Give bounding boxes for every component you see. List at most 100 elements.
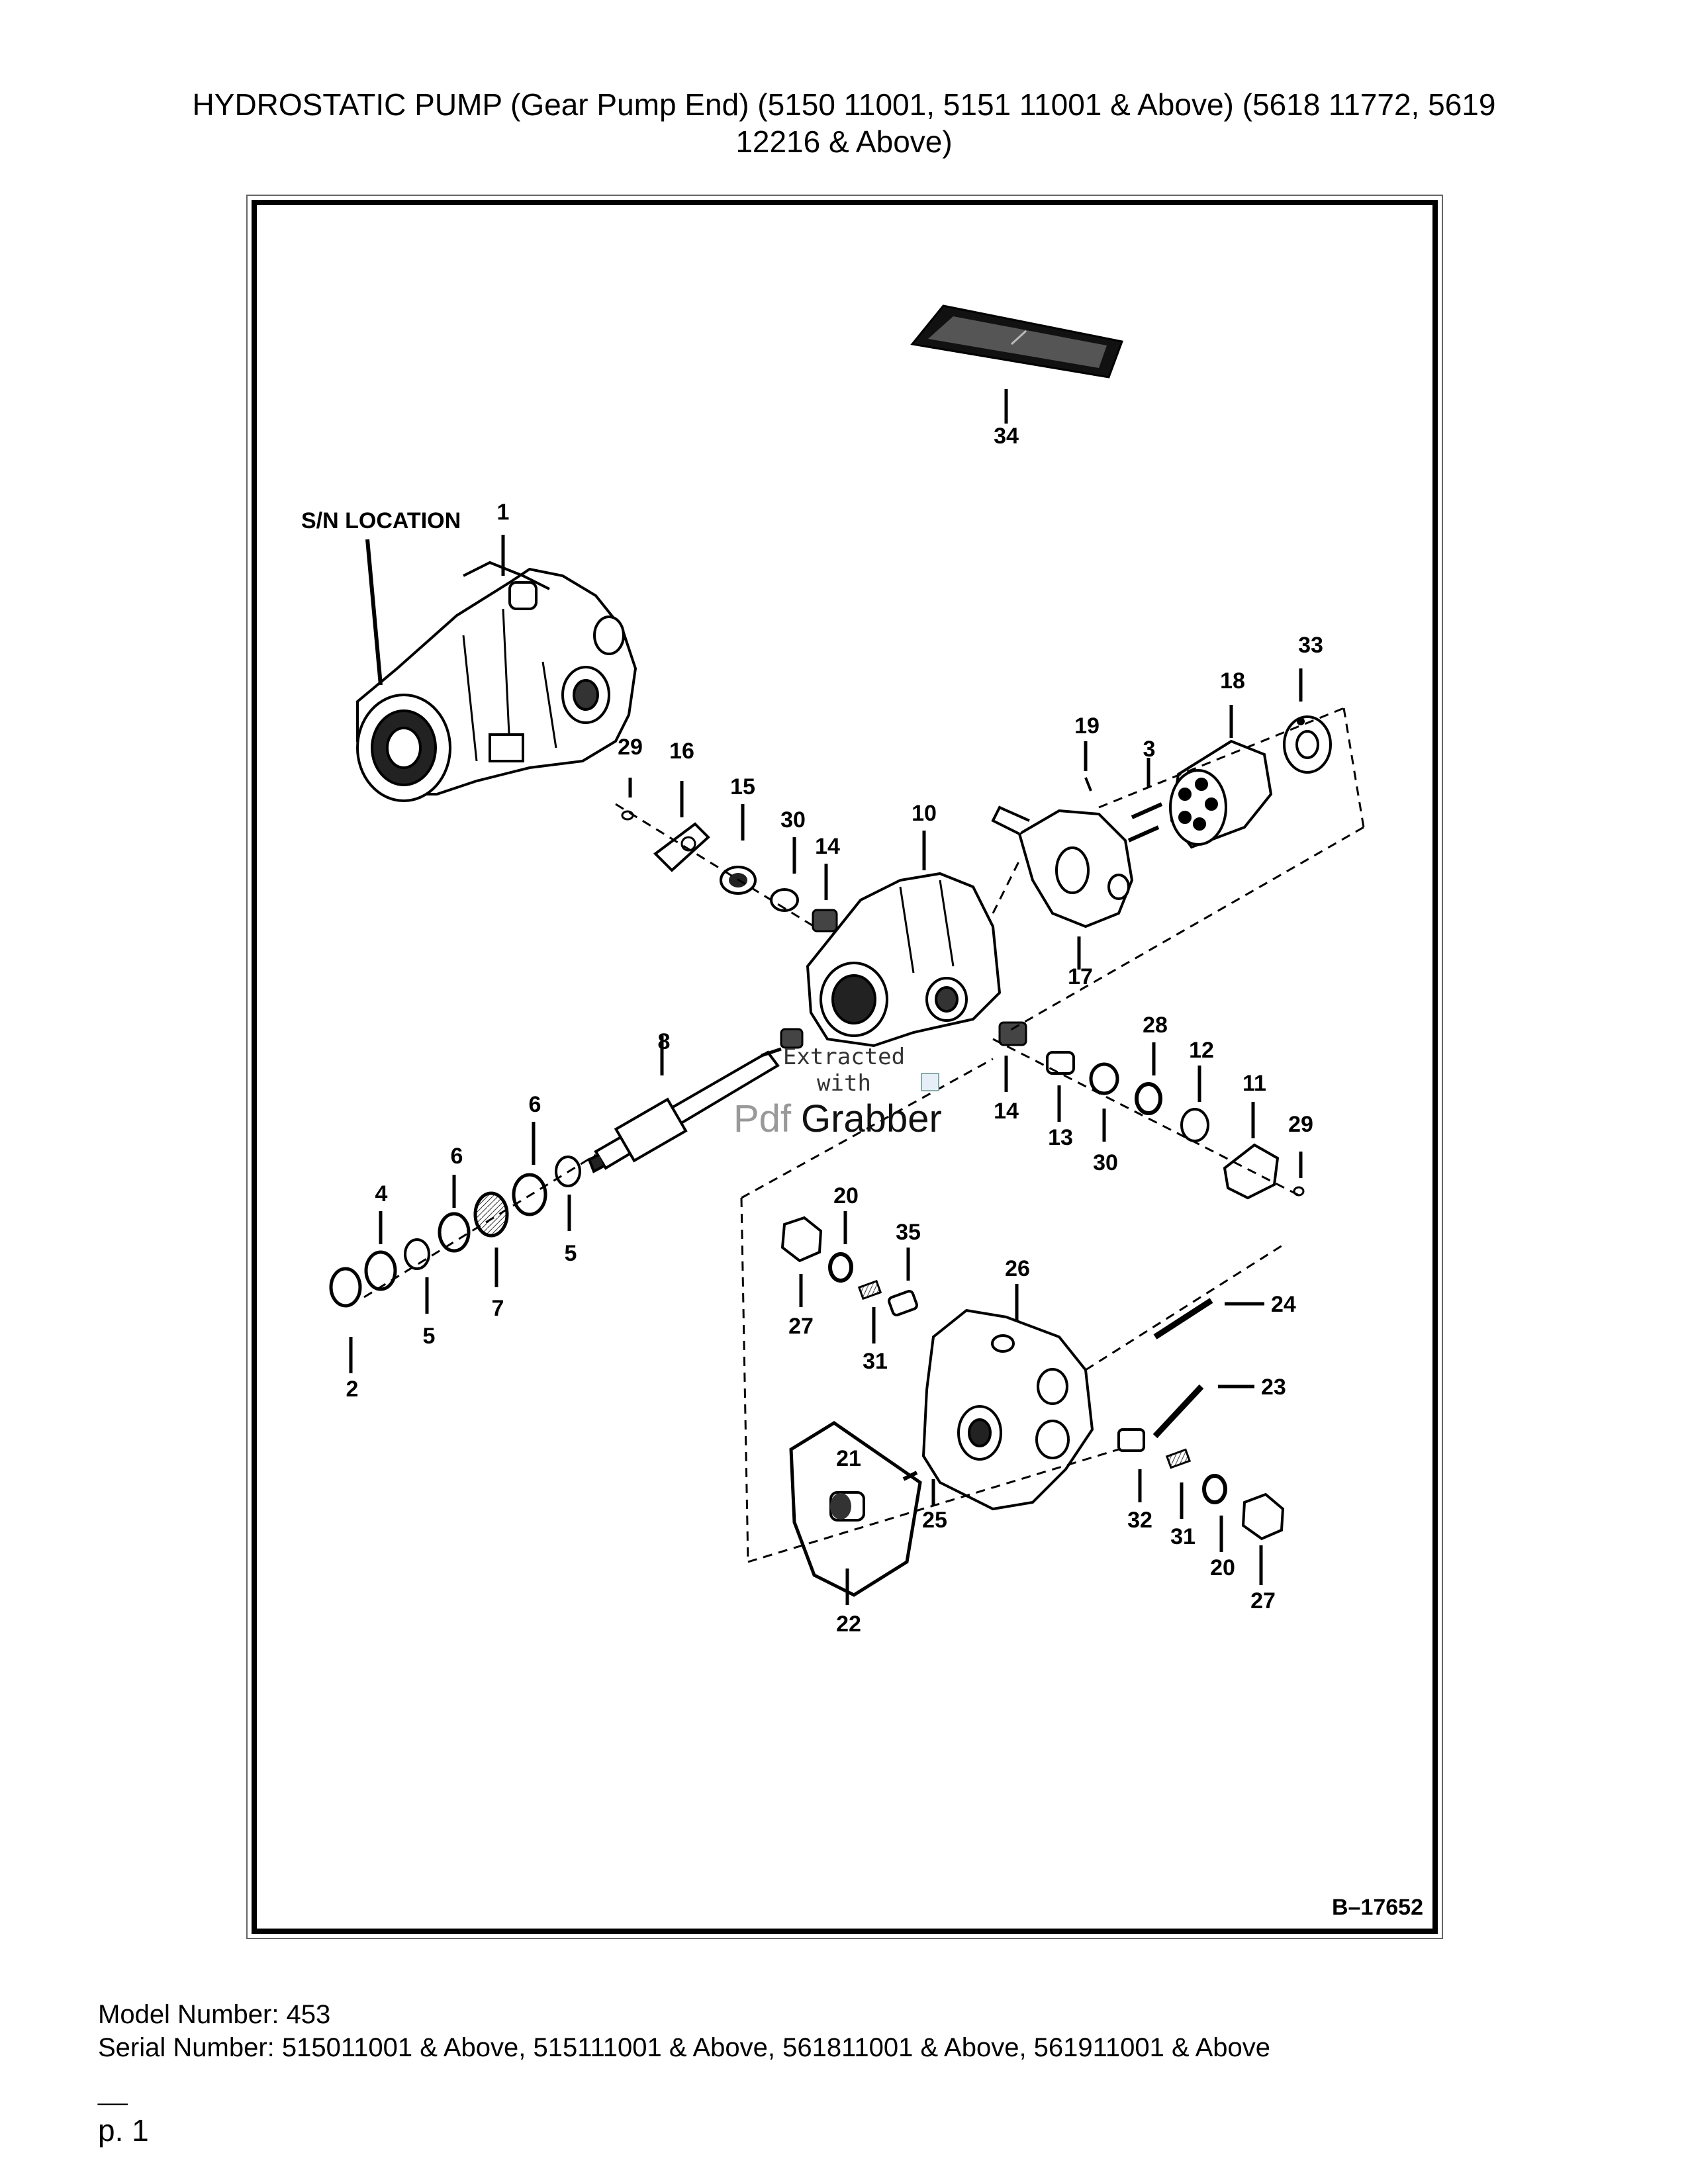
drive-shaft-part-8 xyxy=(587,1036,782,1173)
callout-23: 23 xyxy=(1261,1375,1286,1400)
callout-34: 34 xyxy=(994,424,1019,449)
callout-26: 26 xyxy=(1005,1256,1030,1281)
gasket-part-22 xyxy=(789,1421,922,1605)
sn-location-label: S/N LOCATION xyxy=(301,508,461,533)
page-number: p. 1 xyxy=(98,2113,149,2148)
bolt-part-23 xyxy=(1152,1384,1254,1439)
callout-21: 21 xyxy=(836,1446,861,1471)
callout-14-upper: 14 xyxy=(815,834,840,859)
callout-5-left: 5 xyxy=(423,1324,436,1349)
bearing-part-14-right xyxy=(998,1021,1027,1092)
callout-32: 32 xyxy=(1127,1508,1152,1533)
callout-35: 35 xyxy=(896,1220,921,1245)
callout-29-lower: 29 xyxy=(1288,1112,1313,1137)
callout-labels: 34 S/N LOCATION 1 33 18 19 3 29 16 15 30… xyxy=(301,424,1423,1920)
page-title-line-2: 12216 & Above) xyxy=(735,124,953,159)
plug-part-27-upper xyxy=(780,1216,823,1307)
callout-1: 1 xyxy=(497,500,510,525)
relief-valve-part-32 xyxy=(1117,1428,1145,1502)
callout-18: 18 xyxy=(1220,668,1245,694)
callout-6-right: 6 xyxy=(529,1092,541,1117)
model-number: Model Number: 453 xyxy=(98,2000,331,2029)
callout-29-upper: 29 xyxy=(618,735,643,760)
assembly-dashed-lines xyxy=(363,707,1365,1563)
decal-part-34 xyxy=(910,304,1124,424)
cover-plate-part-16 xyxy=(653,781,710,872)
bearing-part-14-upper xyxy=(812,864,838,933)
callout-20-upper: 20 xyxy=(833,1183,859,1208)
callout-2: 2 xyxy=(346,1377,359,1402)
callout-6-left: 6 xyxy=(451,1144,463,1169)
watermark-line-1: Extracted xyxy=(783,1044,905,1070)
pin-part-19 xyxy=(1084,741,1092,792)
callout-15: 15 xyxy=(730,774,755,799)
callout-17: 17 xyxy=(1068,964,1093,989)
callout-4: 4 xyxy=(375,1181,388,1206)
cap-screw-part-29-lower xyxy=(1293,1152,1305,1197)
pump-assembly-part-1 xyxy=(356,561,637,802)
bearing-part-14-shaft xyxy=(780,1028,804,1049)
callout-16: 16 xyxy=(669,739,694,764)
diagram-frame-outer xyxy=(246,195,1443,1939)
callout-22: 22 xyxy=(836,1612,861,1637)
callout-11: 11 xyxy=(1243,1071,1266,1096)
thrust-washer-part-6-left xyxy=(438,1175,471,1253)
page-title: HYDROSTATIC PUMP (Gear Pump End) (5150 1… xyxy=(79,86,1609,160)
callout-31-upper: 31 xyxy=(863,1349,888,1374)
callout-27-lower: 27 xyxy=(1250,1588,1276,1614)
ring-part-5-left xyxy=(404,1238,430,1314)
callout-10: 10 xyxy=(912,801,937,826)
callout-3: 3 xyxy=(1143,737,1156,762)
pin-part-3 xyxy=(1127,758,1163,842)
check-valve-part-35 xyxy=(888,1248,918,1316)
callout-30-upper: 30 xyxy=(780,807,806,833)
seal-part-12 xyxy=(1180,1066,1209,1142)
swashplate-part-17 xyxy=(991,805,1134,970)
plug-part-27-lower xyxy=(1241,1492,1285,1585)
gear-part-21 xyxy=(829,1491,865,1522)
callout-14-right: 14 xyxy=(994,1099,1019,1124)
washer-part-30-upper xyxy=(770,837,799,912)
callout-24: 24 xyxy=(1271,1292,1296,1317)
gear-housing-part-26 xyxy=(921,1284,1094,1511)
thrust-bearing-part-7 xyxy=(473,1191,509,1287)
watermark-brand-pdf: Pdf xyxy=(733,1097,792,1140)
page-title-line-1: HYDROSTATIC PUMP (Gear Pump End) (5150 1… xyxy=(192,87,1496,122)
callout-27-upper: 27 xyxy=(788,1314,814,1339)
valve-plate-part-33 xyxy=(1283,668,1332,774)
callout-30-lower: 30 xyxy=(1093,1150,1118,1175)
figure-id-label: B–17652 xyxy=(1332,1895,1423,1920)
cylinder-block-part-18 xyxy=(1169,705,1273,849)
callout-20-lower: 20 xyxy=(1210,1555,1235,1580)
watermark-line-2: with xyxy=(817,1070,871,1097)
bolt-part-24 xyxy=(1153,1298,1264,1340)
diagram-frame xyxy=(252,200,1438,1934)
callout-31-lower: 31 xyxy=(1170,1524,1196,1549)
pdfgrabber-watermark: Extracted with Pdf Grabber xyxy=(733,1044,942,1140)
callout-28: 28 xyxy=(1143,1013,1168,1038)
o-ring-part-20-lower xyxy=(1202,1474,1227,1552)
spring-part-31-lower xyxy=(1165,1448,1192,1519)
serial-number: Serial Number: 515011001 & Above, 515111… xyxy=(98,2033,1271,2062)
callout-13: 13 xyxy=(1048,1125,1073,1150)
callout-25: 25 xyxy=(922,1508,947,1533)
watermark-logo-icon xyxy=(921,1073,939,1091)
callout-12: 12 xyxy=(1189,1038,1214,1063)
bushing-part-13 xyxy=(1046,1051,1075,1122)
callout-19: 19 xyxy=(1074,713,1100,739)
o-ring-part-28 xyxy=(1135,1042,1162,1115)
footer-separator: __ xyxy=(98,2077,128,2106)
retaining-ring-part-2 xyxy=(329,1267,362,1373)
o-ring-part-20-upper xyxy=(828,1211,853,1283)
callout-7: 7 xyxy=(492,1296,504,1321)
callout-8: 8 xyxy=(658,1029,671,1054)
spring-part-31-upper xyxy=(857,1279,882,1343)
thrust-washer-part-6-right xyxy=(512,1122,547,1216)
washer-part-4 xyxy=(364,1211,397,1291)
ring-part-5-right xyxy=(555,1156,581,1231)
sn-location-leader xyxy=(365,535,505,686)
callout-33: 33 xyxy=(1298,633,1323,658)
housing-part-10 xyxy=(806,831,1002,1048)
cover-part-11 xyxy=(1223,1102,1280,1200)
